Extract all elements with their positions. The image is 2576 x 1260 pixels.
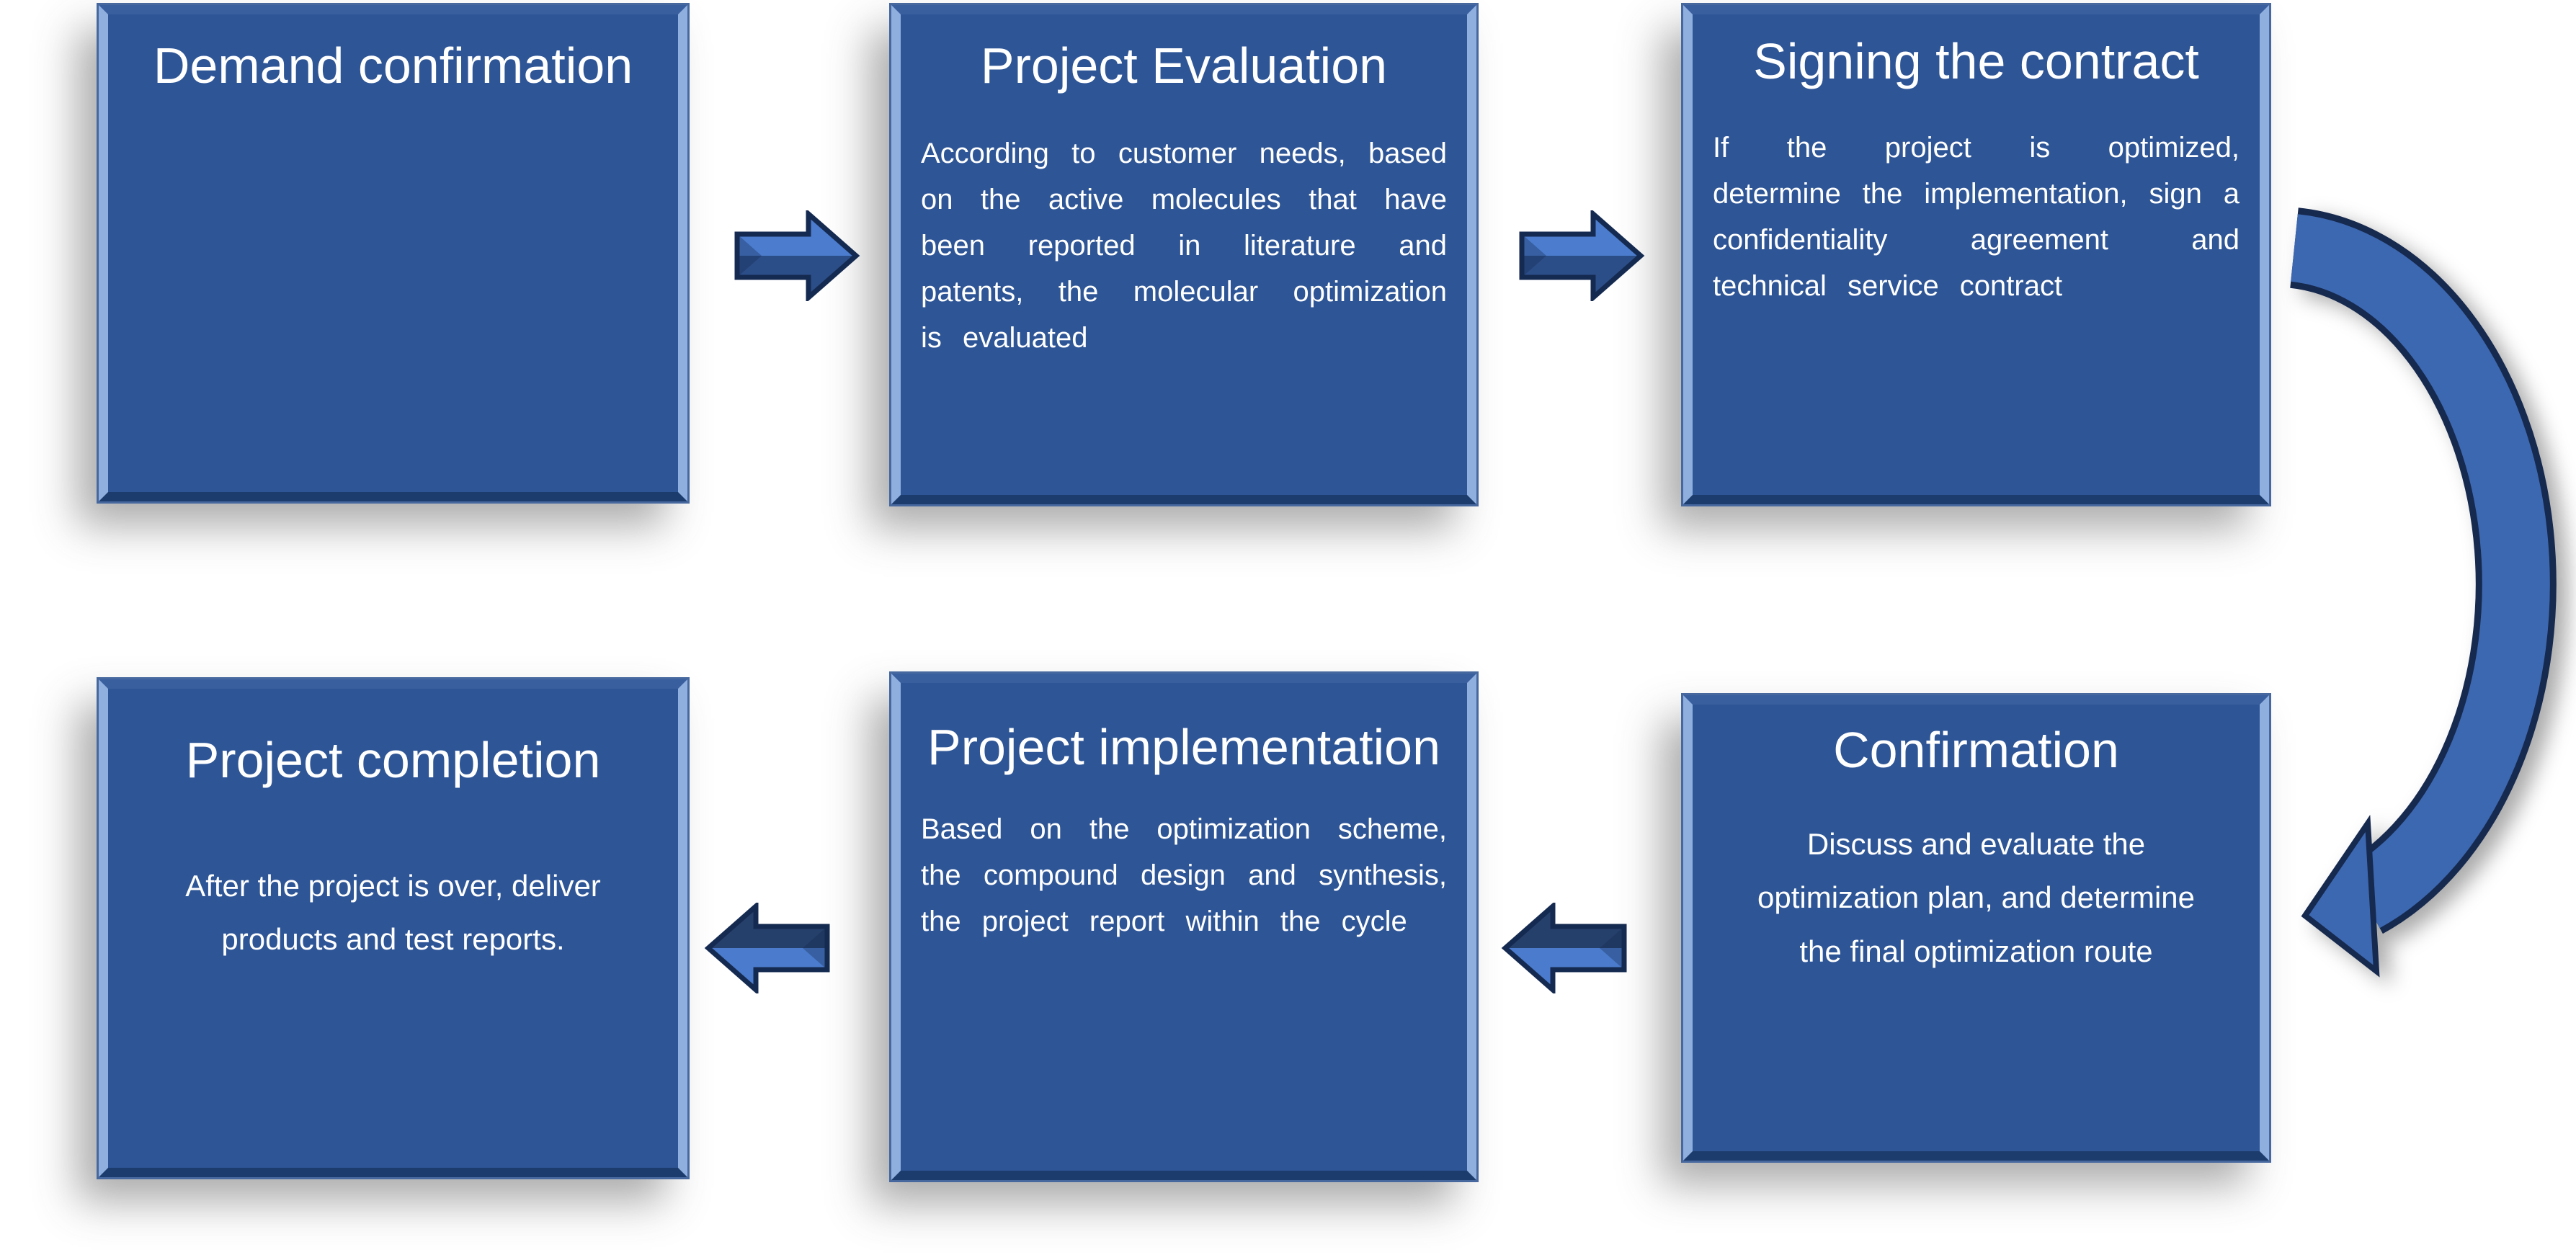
right-arrow-icon-evaluation-to-signing — [1519, 210, 1645, 301]
box-body: After the project is over, deliver produ… — [185, 868, 601, 957]
right-arrow-icon-demand-to-evaluation — [734, 210, 860, 301]
flow-box-confirmation: Confirmation Discuss and evaluate the op… — [1681, 693, 2271, 1163]
curved-arrow-icon-signing-to-confirmation — [2254, 180, 2576, 1016]
flow-box-demand-confirmation: Demand confirmation — [97, 3, 690, 504]
box-title: Confirmation — [1833, 722, 2119, 778]
box-body: Discuss and evaluate the optimization pl… — [1757, 826, 2196, 969]
box-title: Project completion — [185, 732, 601, 788]
flow-box-project-implementation: Project implementation Based on the opti… — [889, 671, 1479, 1182]
box-body: According to customer needs, based on th… — [921, 137, 1447, 354]
flow-box-project-evaluation: Project Evaluation According to customer… — [889, 3, 1479, 506]
flow-box-signing-the-contract: Signing the contract If the project is o… — [1681, 3, 2271, 506]
box-body: If the project is optimized, determine t… — [1713, 131, 2239, 302]
left-arrow-icon-confirmation-to-implementation — [1501, 903, 1627, 993]
box-title: Project Evaluation — [980, 37, 1388, 94]
box-title: Signing the contract — [1753, 33, 2199, 89]
flow-box-project-completion: Project completion After the project is … — [97, 677, 690, 1179]
box-body: Based on the optimization scheme, the co… — [921, 813, 1447, 937]
box-title: Demand confirmation — [153, 37, 633, 94]
left-arrow-icon-implementation-to-completion — [704, 903, 830, 993]
box-title: Project implementation — [927, 719, 1440, 775]
